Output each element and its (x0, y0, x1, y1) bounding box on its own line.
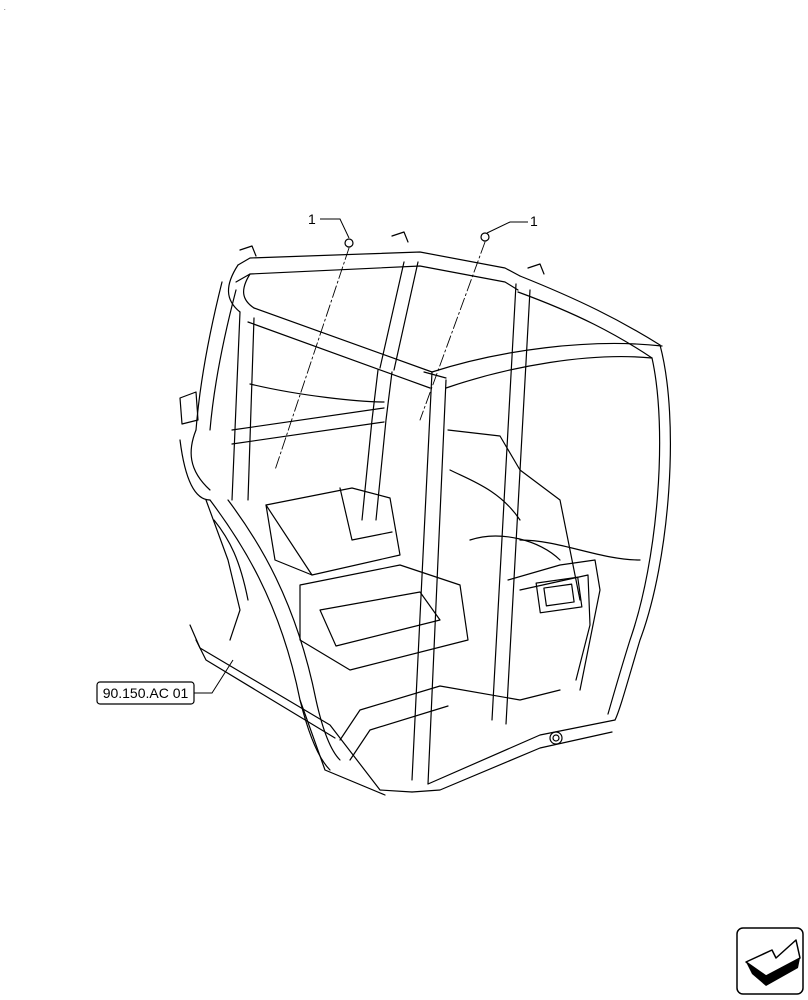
leader-item-right (486, 221, 528, 234)
leader-reference (194, 659, 234, 694)
reference-callout[interactable]: 90.150.AC 01 (96, 681, 195, 705)
callout-item-right: 1 (530, 213, 538, 229)
callout-item-left: 1 (308, 211, 316, 227)
cab-frame-illustration (179, 231, 671, 796)
reference-label[interactable]: 90.150.AC 01 (103, 685, 189, 701)
corner-mark: . (4, 6, 6, 12)
leader-item-left (320, 218, 350, 239)
reference-box[interactable] (96, 681, 195, 705)
callout-leaders (194, 218, 528, 694)
next-page-arrow-icon[interactable] (736, 927, 804, 995)
